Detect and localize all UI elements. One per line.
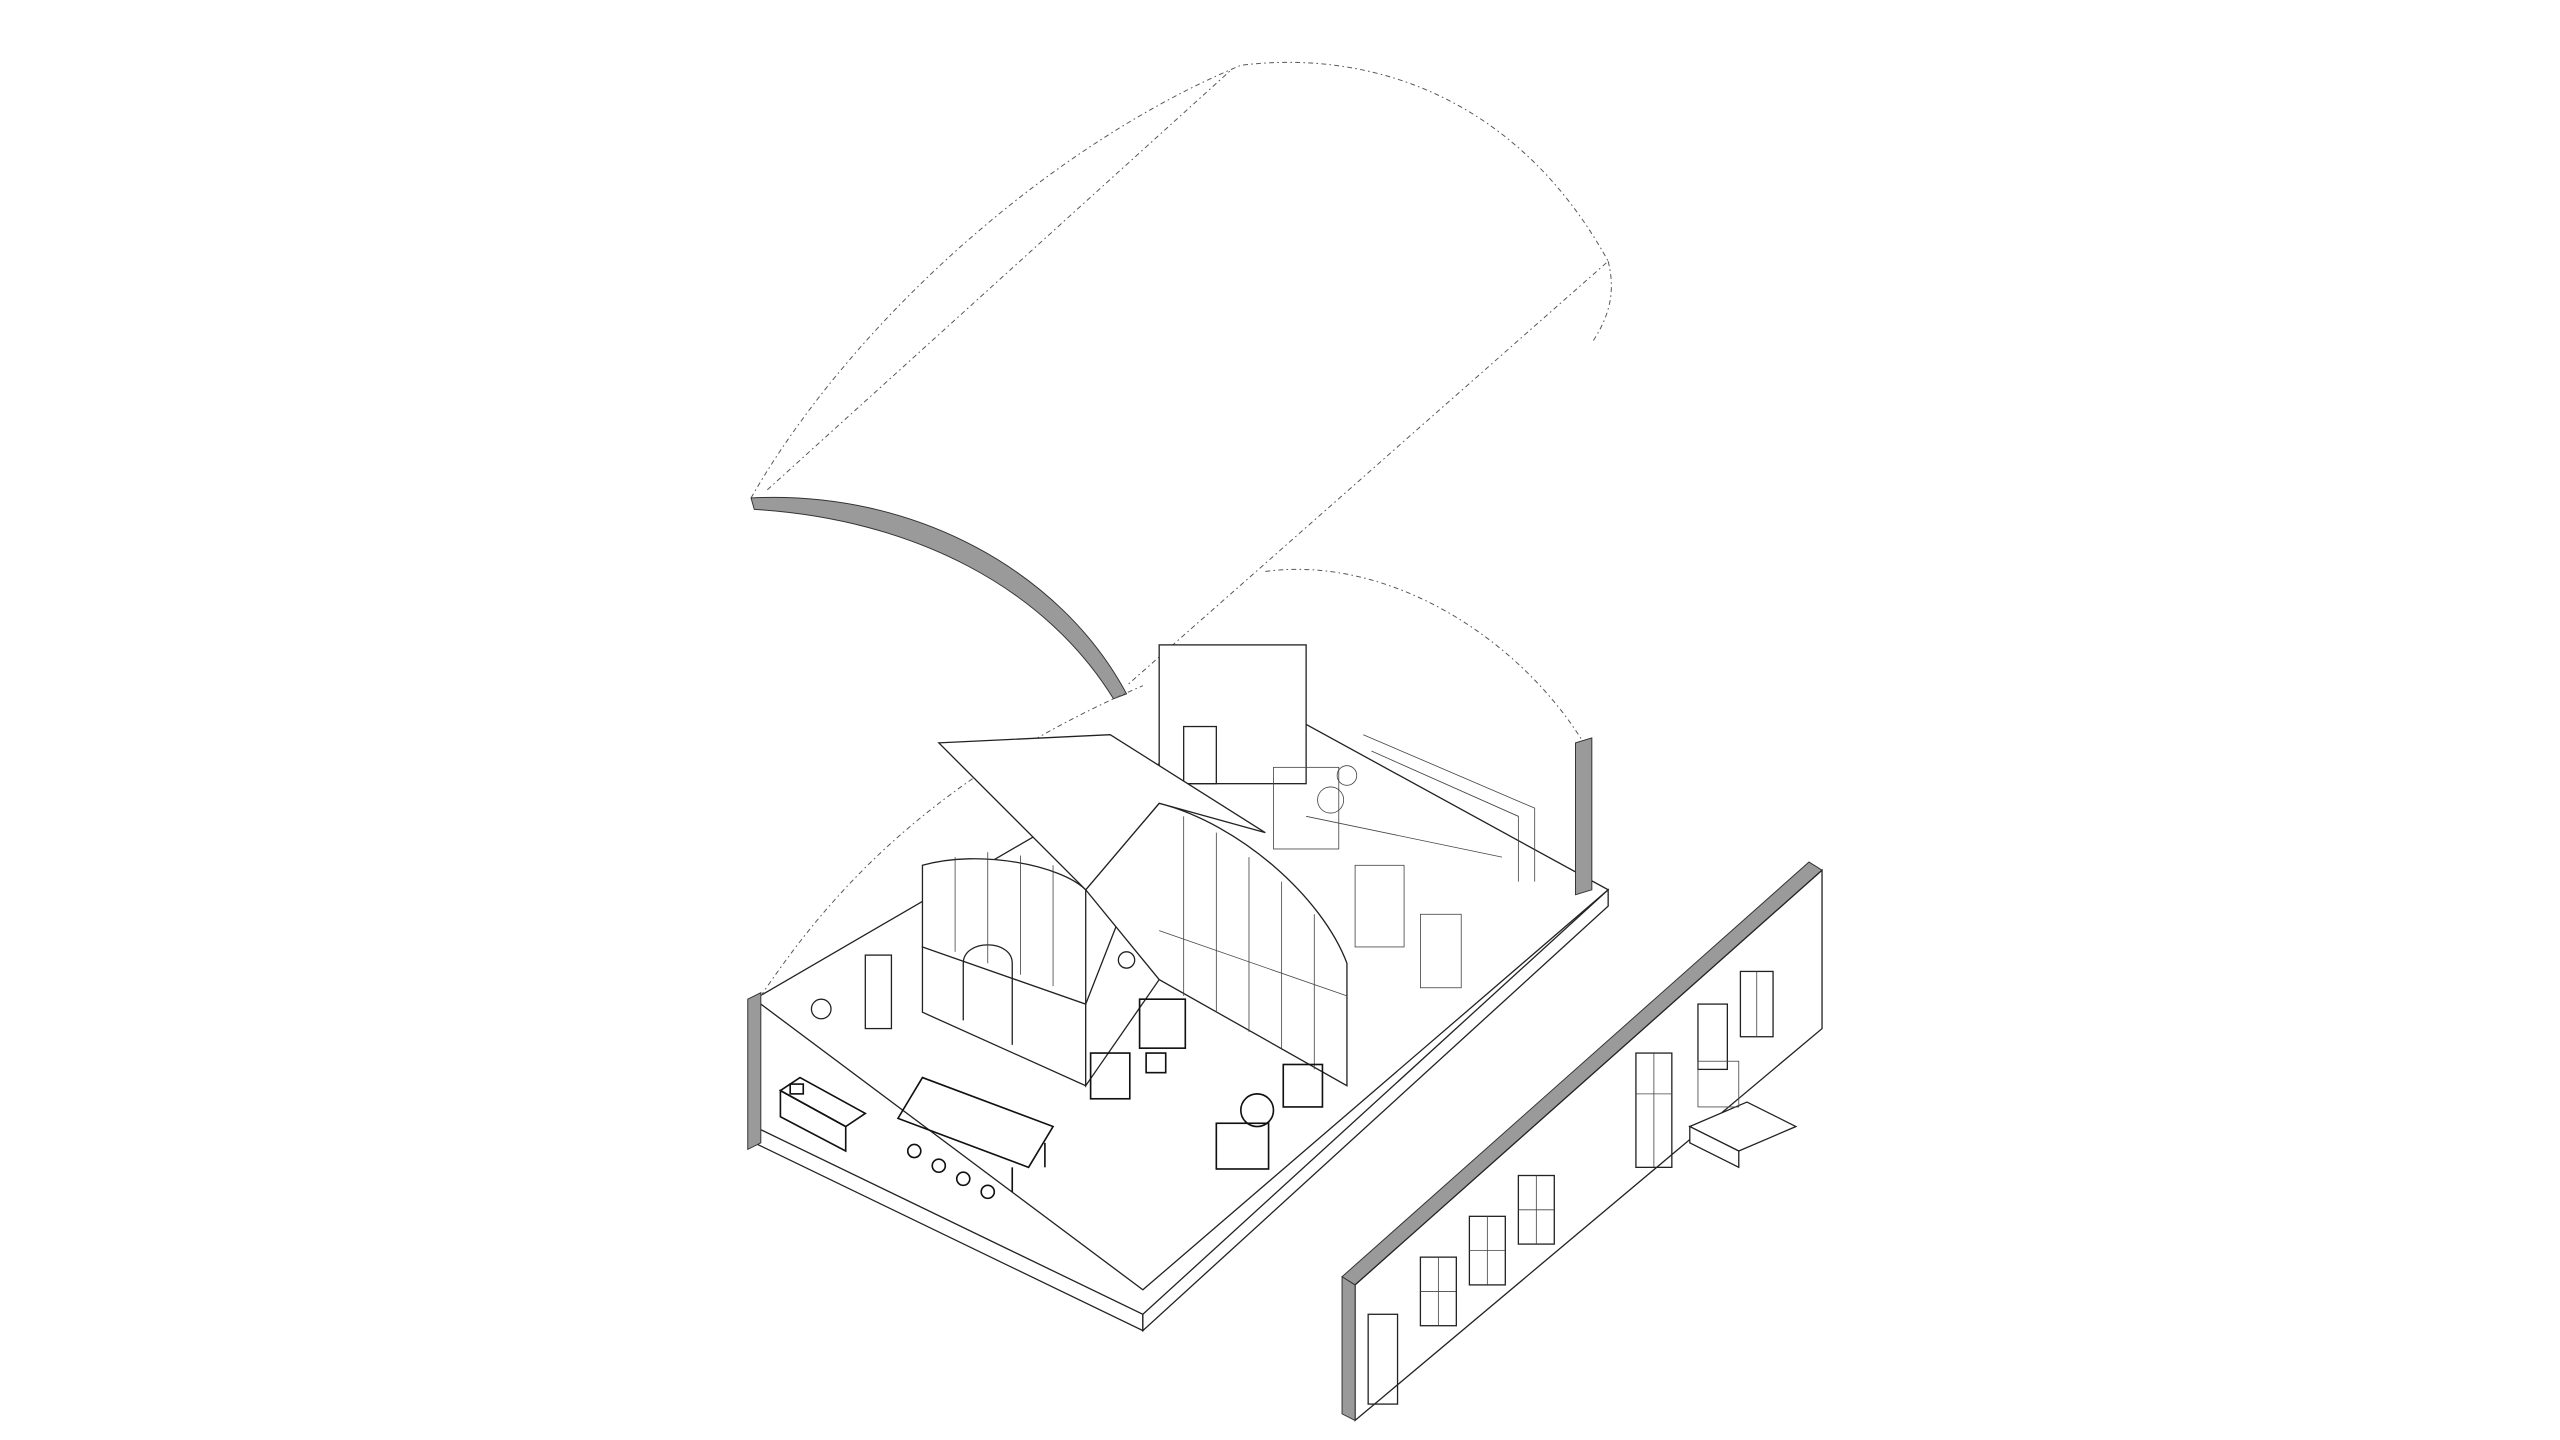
furniture xyxy=(778,998,1324,1200)
roof-vault xyxy=(750,61,1612,700)
central-pavilion xyxy=(921,734,1348,1088)
workshop-equipment xyxy=(1273,734,1536,989)
back-vault-wall xyxy=(1158,568,1593,896)
left-wall xyxy=(747,685,1144,1151)
floor-slab xyxy=(753,701,1610,1333)
front-facade-wall xyxy=(1341,861,1823,1422)
